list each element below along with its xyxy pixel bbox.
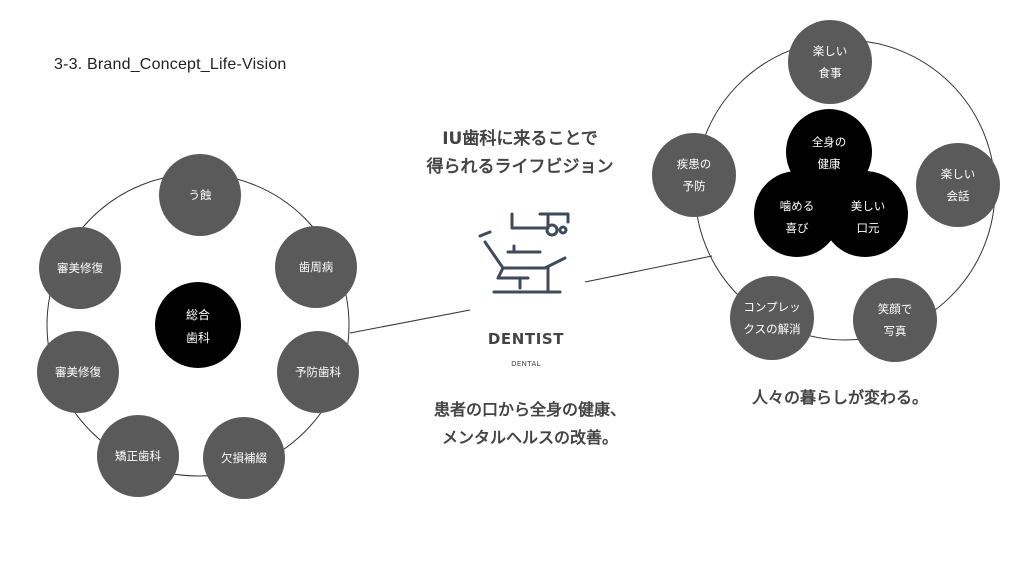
headline-line-2: 得られるライフビジョン [426, 157, 614, 177]
left-node-5: 矯正歯科 [97, 415, 179, 497]
left-node-6-label-1: 審美修復 [55, 365, 101, 379]
right-node-circle-1 [788, 20, 872, 104]
right-node-4-label-2: クスの解消 [743, 322, 800, 336]
core-node-chewing [754, 171, 840, 257]
left-caption-line-1: 患者の口から全身の健康、 [433, 400, 626, 419]
headline: IU歯科に来ることで 得られるライフビジョン [390, 125, 650, 181]
right-node-3-label-2: 写真 [884, 324, 907, 338]
left-center-line-1: 総合 [186, 307, 210, 322]
right-node-circle-2 [916, 143, 1000, 227]
left-node-circle-5 [97, 415, 179, 497]
left-node-3-label-1: 予防歯科 [295, 365, 341, 379]
core-node-smile [822, 171, 908, 257]
right-node-5-label-1: 疾患の [677, 157, 712, 171]
left-node-circle-7 [39, 227, 121, 309]
left-node-4-label-1: 欠損補綴 [221, 451, 267, 465]
left-caption: 患者の口から全身の健康、 メンタルヘルスの改善。 [400, 396, 660, 452]
left-node-5-label-1: 矯正歯科 [115, 449, 161, 463]
left-node-circle-1 [159, 154, 241, 236]
core-chewing-line-2: 喜び [786, 221, 809, 235]
right-node-1-label-2: 食事 [819, 66, 842, 80]
connector-line-right [584, 255, 713, 283]
dental-chair-icon [478, 212, 570, 294]
right-node-5-label-2: 予防 [683, 179, 706, 193]
left-node-4: 欠損補綴 [203, 417, 285, 499]
left-center-node: 総合 歯科 [155, 282, 241, 368]
left-caption-line-2: メンタルヘルスの改善。 [441, 428, 618, 447]
left-node-1: う蝕 [159, 154, 241, 236]
right-node-2-label-2: 会話 [947, 189, 970, 203]
core-health-line-1: 全身の [812, 135, 847, 149]
left-node-circle-4 [203, 417, 285, 499]
left-node-1-label-1: う蝕 [189, 188, 212, 202]
right-core-group: 全身の 健康 噛める 喜び 美しい 口元 [754, 109, 908, 257]
left-node-6: 審美修復 [37, 331, 119, 413]
left-node-circle-2 [275, 226, 357, 308]
core-smile-line-1: 美しい [851, 199, 886, 213]
core-chewing-line-1: 噛める [780, 199, 815, 213]
left-node-3: 予防歯科 [277, 331, 359, 413]
right-node-1-label-1: 楽しい [813, 44, 848, 58]
brand-subtitle: DENTAL [511, 360, 541, 368]
left-node-7-label-1: 審美修復 [57, 261, 103, 275]
core-smile-line-2: 口元 [857, 221, 880, 235]
left-node-circle-3 [277, 331, 359, 413]
right-node-2-label-1: 楽しい [941, 167, 976, 181]
left-node-2: 歯周病 [275, 226, 357, 308]
connector-line-left [349, 309, 471, 334]
left-node-7: 審美修復 [39, 227, 121, 309]
headline-line-1: IU歯科に来ることで [442, 129, 598, 149]
right-node-circle-5 [652, 133, 736, 217]
left-center-line-2: 歯科 [186, 331, 210, 345]
slide-title: 3-3. Brand_Concept_Life-Vision [54, 56, 287, 73]
left-node-2-label-1: 歯周病 [299, 260, 334, 274]
left-node-circle-6 [37, 331, 119, 413]
right-node-4-label-1: コンプレッ [743, 300, 800, 314]
right-node-circle-3 [853, 278, 937, 362]
brand-name: DENTIST [487, 330, 565, 348]
right-caption: 人々の暮らしが変わる。 [751, 388, 928, 407]
right-node-circle-4 [730, 276, 814, 360]
core-health-line-2: 健康 [818, 157, 841, 171]
right-node-3-label-1: 笑顔で [878, 302, 913, 316]
